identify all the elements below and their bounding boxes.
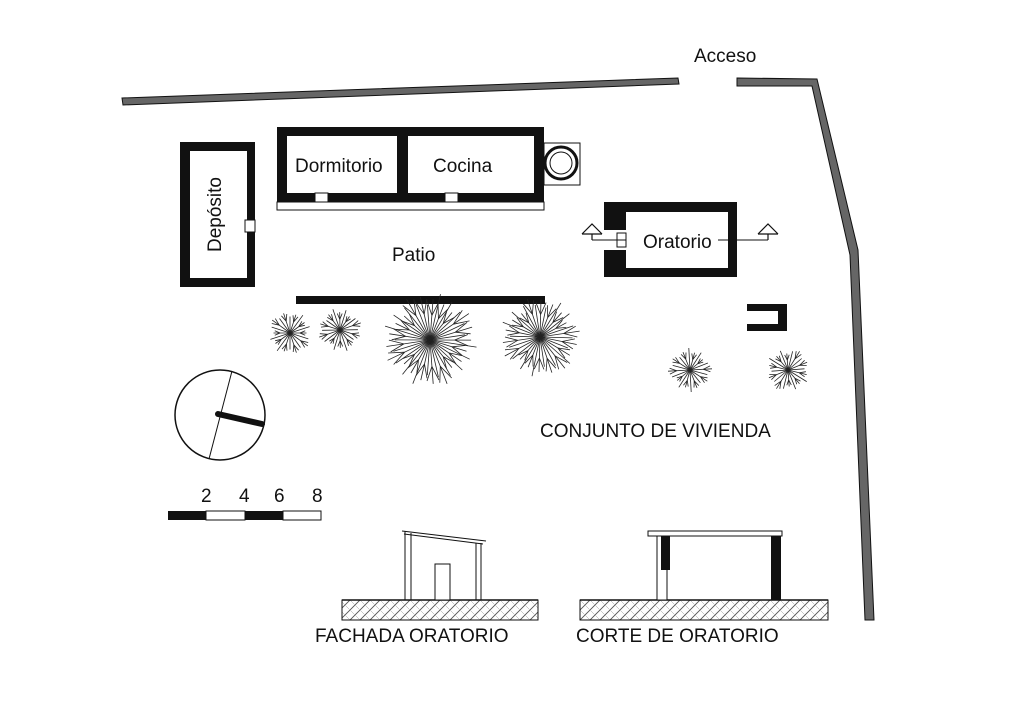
north-arrow-icon	[174, 369, 266, 461]
access-label: Acceso	[694, 46, 756, 67]
scale-tick-6: 6	[274, 486, 285, 507]
tree-icon	[384, 294, 477, 384]
kitchen-label: Cocina	[433, 156, 493, 177]
trees-group	[270, 294, 808, 393]
scale-tick-2: 2	[201, 486, 212, 507]
oratory-room	[581, 202, 779, 277]
tree-icon	[502, 298, 580, 377]
scale-bar	[168, 510, 322, 521]
ensemble-title: CONJUNTO DE VIVIENDA	[540, 421, 771, 442]
storage-label: Depósito	[205, 177, 226, 252]
storage-room	[180, 142, 256, 287]
oratory-section	[579, 530, 829, 621]
patio-label: Patio	[392, 245, 435, 266]
scale-tick-4: 4	[239, 486, 250, 507]
tree-icon	[270, 313, 310, 353]
oratory-facade-elevation	[341, 530, 539, 621]
perimeter-wall	[121, 77, 875, 621]
section-title: CORTE DE ORATORIO	[576, 626, 779, 647]
tree-icon	[319, 309, 361, 351]
small-structure	[747, 304, 787, 331]
well-icon	[543, 142, 581, 186]
tree-icon	[768, 350, 808, 390]
facade-title: FACHADA ORATORIO	[315, 626, 509, 647]
oratory-label: Oratorio	[643, 232, 712, 253]
tree-icon	[667, 347, 713, 393]
patio-wall	[296, 296, 545, 304]
scale-tick-8: 8	[312, 486, 323, 507]
dormitory-label: Dormitorio	[295, 156, 383, 177]
dormitory-kitchen-block	[276, 127, 545, 211]
